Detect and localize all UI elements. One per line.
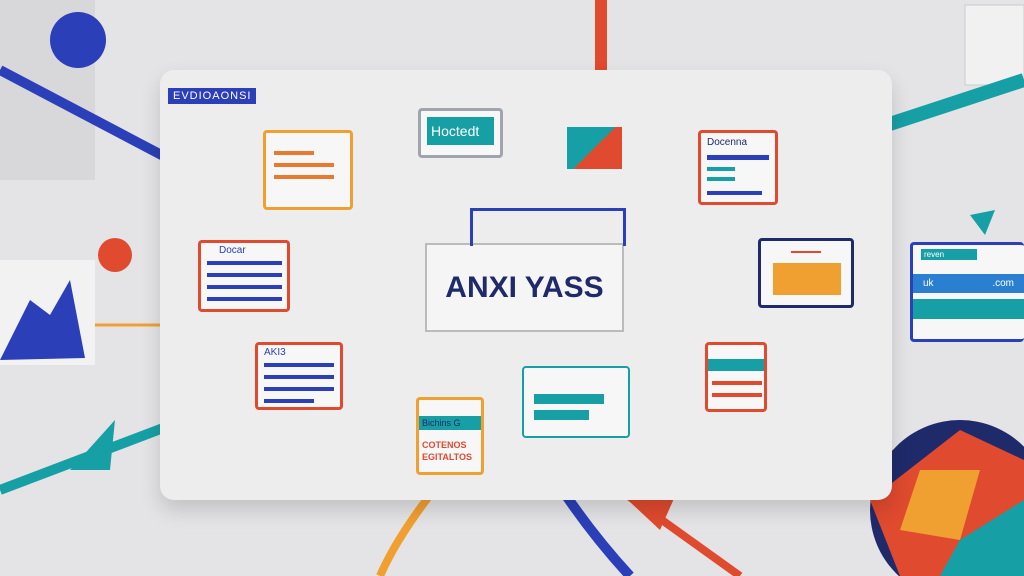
document-node-top-right[interactable]: Docenna xyxy=(698,130,778,205)
browser-window[interactable]: reven uk .com xyxy=(910,242,1024,342)
list-title: AKI3 xyxy=(264,347,286,358)
text-line xyxy=(274,151,314,155)
text-line xyxy=(274,163,334,167)
text-line xyxy=(274,175,334,179)
report-node[interactable] xyxy=(705,342,767,412)
center-node[interactable]: ANXI YASS xyxy=(425,243,624,332)
document-title: Docenna xyxy=(707,137,748,148)
host-node[interactable]: Hoctedt xyxy=(418,108,503,158)
document-node-left[interactable]: Docar xyxy=(198,240,290,312)
split-square-icon xyxy=(567,127,622,169)
list-node-left[interactable]: AKI3 xyxy=(255,342,343,410)
browser-right-text: .com xyxy=(992,278,1014,289)
info-card-line2: EGITALTOS xyxy=(422,452,473,462)
browser-left-text: uk xyxy=(923,278,934,289)
center-frame xyxy=(470,208,626,246)
document-title: Docar xyxy=(219,245,246,256)
form-node[interactable] xyxy=(522,366,630,438)
browser-tab[interactable]: reven xyxy=(921,249,977,260)
window-node-orange[interactable] xyxy=(263,130,353,210)
chart-node[interactable] xyxy=(758,238,854,308)
info-card-node[interactable]: Bichins G COTENOS EGITALTOS xyxy=(416,397,484,475)
title-tag: EVDIOAONSI xyxy=(168,88,257,104)
info-card-line1: COTENOS xyxy=(422,440,467,450)
info-card-title: Bichins G xyxy=(419,416,481,430)
host-label: Hoctedt xyxy=(427,117,494,145)
